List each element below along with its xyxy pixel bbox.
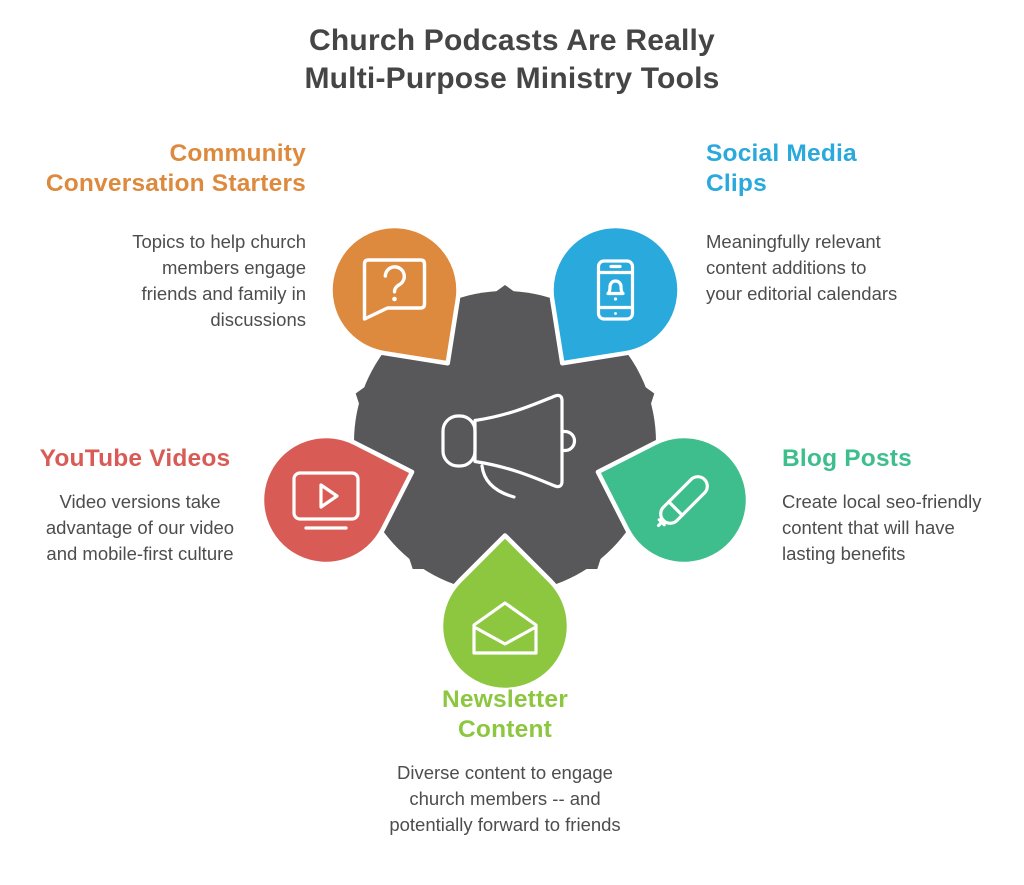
megaphone-icon [441, 393, 577, 499]
heading-youtube-videos: YouTube Videos [39, 445, 231, 472]
description-newsletter-content: Diverse content to engage church members… [389, 762, 621, 835]
center-hub-shape [354, 291, 656, 593]
petal-community-conversation-starters [328, 223, 461, 366]
description-blog-posts: Create local seo-friendly content that w… [782, 491, 982, 564]
petal-youtube-videos [259, 433, 415, 567]
petal-social-media-clips [549, 223, 682, 366]
heading-blog-posts: Blog Posts [782, 445, 912, 472]
description-community-conversation-starters: Topics to help church members engage fri… [132, 231, 306, 330]
pen-icon [656, 475, 709, 528]
heading-social-media-clips: Social Media Clips [706, 140, 857, 197]
description-social-media-clips: Meaningfully relevant content additions … [706, 231, 898, 304]
page-title: Church Podcasts Are Really Multi-Purpose… [304, 24, 720, 95]
description-youtube-videos: Video versions take advantage of our vid… [45, 491, 235, 564]
heading-community-conversation-starters: Community Conversation Starters [45, 140, 306, 197]
envelope-icon [472, 601, 538, 655]
heading-newsletter-content: Newsletter Content [442, 686, 568, 743]
phone-notification-icon [596, 259, 635, 321]
video-player-icon [292, 471, 360, 530]
question-speech-bubble-icon [362, 258, 427, 321]
petal-blog-posts [595, 433, 751, 567]
